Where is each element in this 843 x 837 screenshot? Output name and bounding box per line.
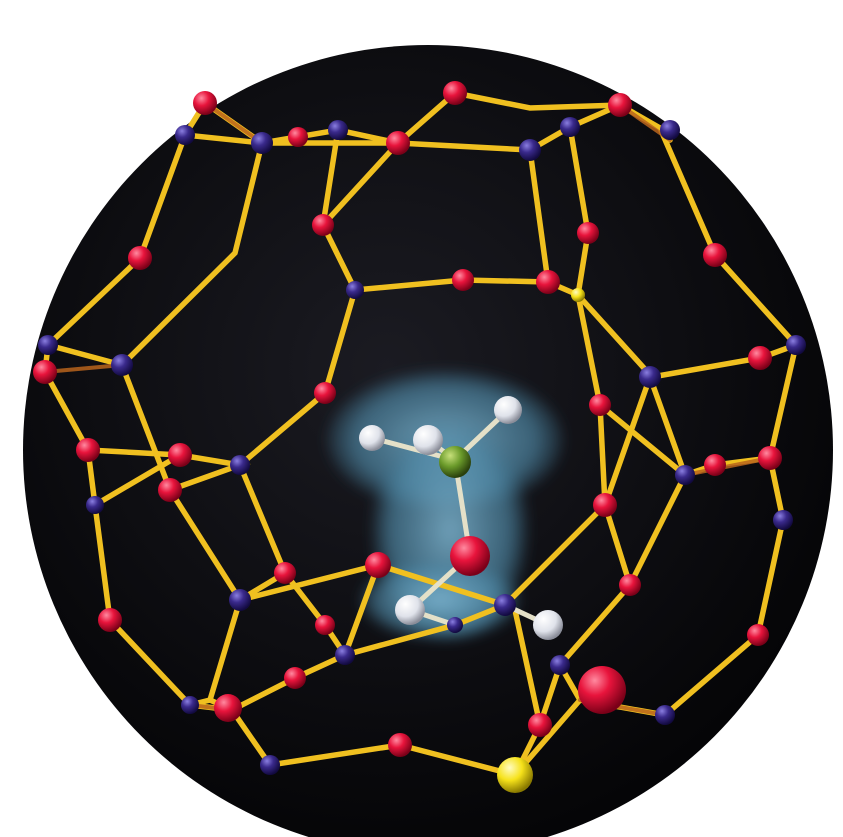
large-oxygen-atom: [578, 666, 626, 714]
guest-hydrogen-atom: [413, 425, 443, 455]
guest-hydrogen-atom: [494, 396, 522, 424]
guest-hydrogen-atom: [359, 425, 385, 451]
cage-oxygen-atoms: [33, 81, 782, 757]
guest-oxygen-atom: [450, 536, 490, 576]
sulfur-atom: [497, 757, 533, 793]
guest-carbon-atom: [439, 446, 471, 478]
cage-vertex-atoms: [38, 117, 806, 775]
guest-molecule: [359, 396, 563, 640]
guest-hydrogen-atom: [395, 595, 425, 625]
small-yellow-atom: [571, 288, 585, 302]
guest-hydrogen-atom: [533, 610, 563, 640]
